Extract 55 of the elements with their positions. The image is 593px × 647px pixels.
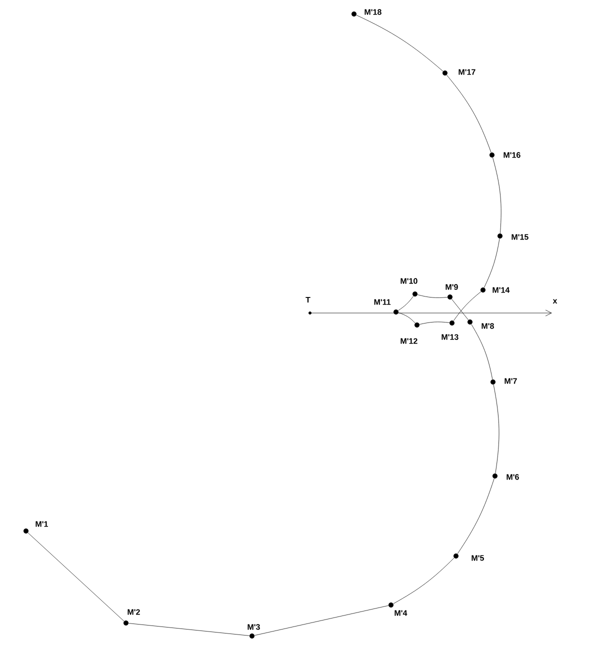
point-label: M'15	[512, 234, 528, 240]
point	[490, 380, 496, 384]
point-label: M'17	[458, 69, 476, 75]
point	[490, 152, 494, 158]
trajectory-curve	[419, 322, 450, 325]
trajectory-curve	[128, 623, 250, 636]
trajectory-curve	[484, 238, 500, 288]
point-label: M'7	[504, 378, 517, 384]
axis-label: T	[306, 296, 310, 302]
point	[250, 634, 254, 638]
trajectory-curve	[451, 298, 468, 320]
trajectory-curve	[492, 157, 502, 234]
point-label: M'6	[506, 474, 519, 480]
point	[352, 12, 356, 16]
trajectory-curve	[446, 74, 492, 153]
point-label: M'4	[394, 610, 408, 616]
point-label: M'2	[128, 609, 140, 615]
point	[450, 320, 454, 326]
point	[412, 292, 418, 296]
point	[442, 70, 448, 76]
trajectory-curve	[457, 478, 494, 554]
point	[414, 322, 420, 328]
trajectory-curve	[471, 324, 493, 380]
point-label: M'16	[504, 152, 520, 158]
point-label: M'1	[36, 521, 48, 527]
point-label: M'12	[400, 338, 418, 344]
point-label: M'10	[400, 278, 418, 284]
point-label: M'14	[492, 287, 510, 293]
trajectory-curve	[453, 292, 482, 321]
point-label: M'18	[364, 9, 382, 15]
point-label: M'5	[472, 555, 484, 561]
trajectory-curve	[417, 294, 448, 298]
point	[498, 234, 502, 238]
trajectory-curve	[493, 384, 500, 474]
point	[468, 320, 472, 324]
point	[480, 288, 486, 292]
point-label: M'8	[482, 323, 494, 329]
trajectory-curve	[28, 532, 124, 622]
trajectory-curve	[393, 558, 454, 604]
point	[448, 294, 452, 300]
point	[124, 620, 128, 626]
trajectory-curve	[398, 312, 416, 324]
point	[388, 602, 394, 608]
trajectory-curve	[398, 296, 414, 311]
trajectory-curve	[356, 14, 444, 72]
point-label: M'11	[374, 299, 391, 305]
point	[394, 310, 398, 314]
trajectory-curve	[254, 605, 389, 636]
point-label: M'13	[442, 334, 458, 340]
point	[24, 528, 28, 534]
point-label: M'9	[446, 284, 458, 290]
point	[454, 554, 458, 558]
axis-label: x	[552, 299, 558, 304]
point-label: M'3	[248, 624, 260, 630]
point	[492, 474, 498, 478]
